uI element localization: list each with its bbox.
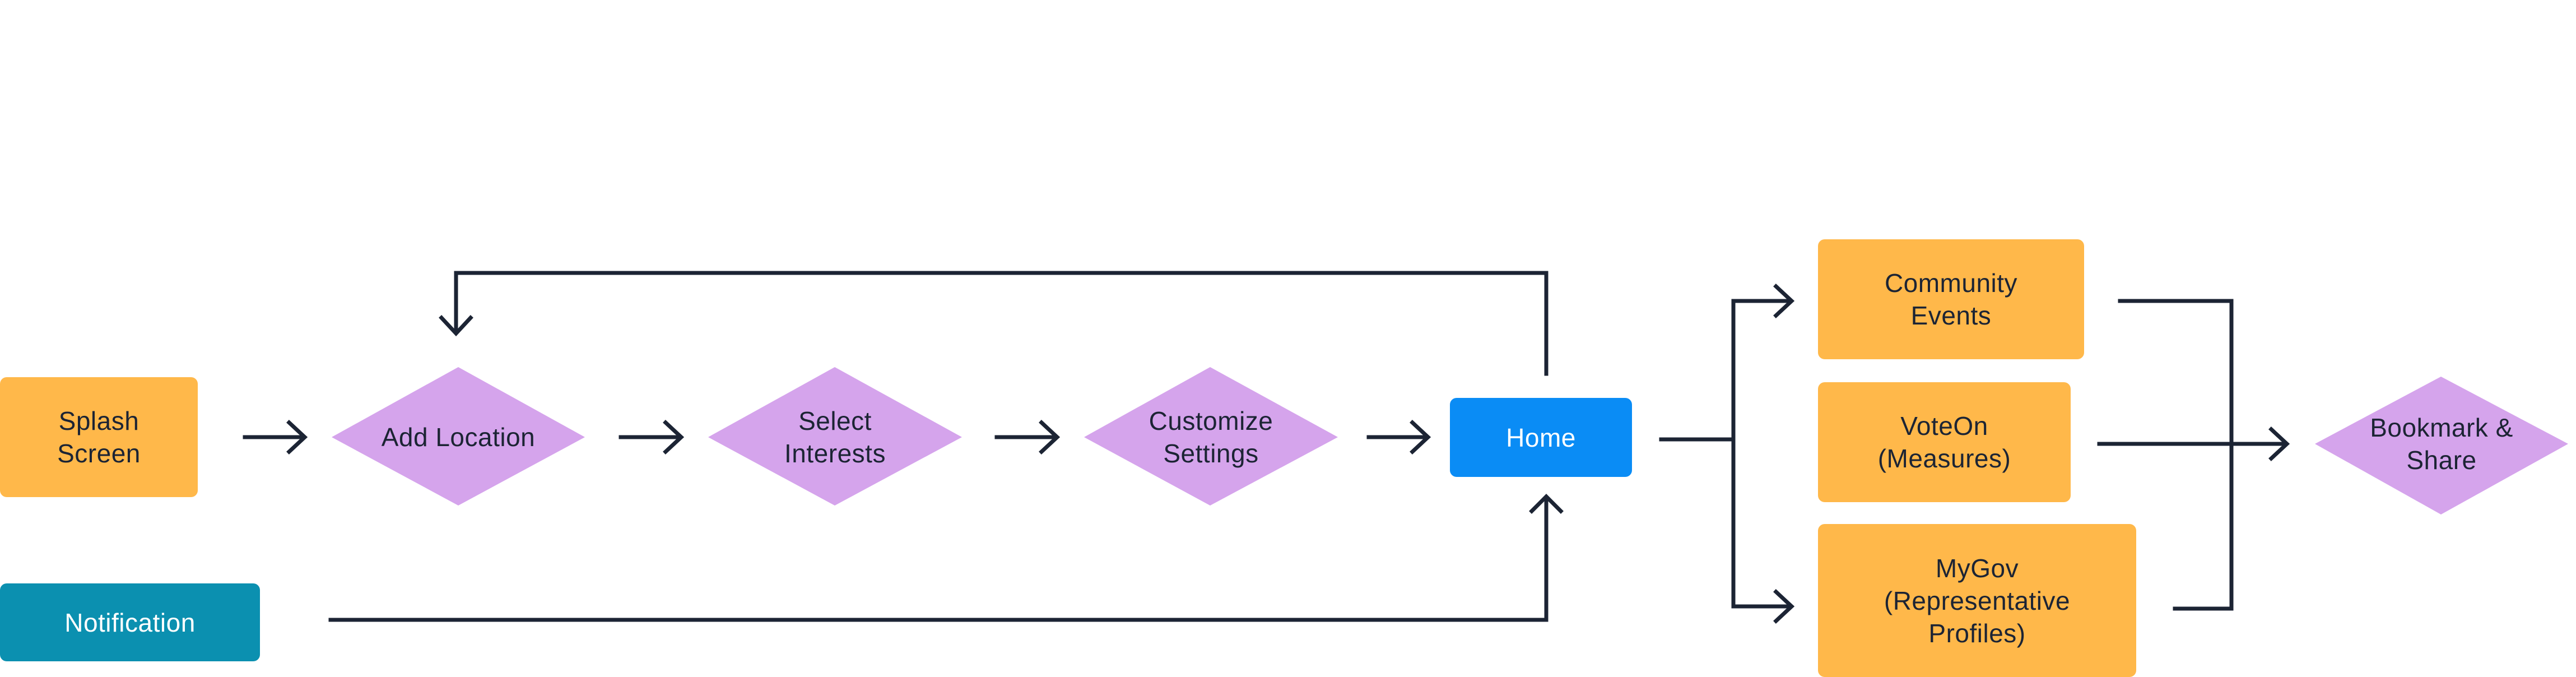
customize-settings-to-home-connector — [1366, 420, 1431, 455]
notification-to-home-connector — [328, 494, 1564, 622]
home-branch-connector — [1659, 284, 1795, 624]
mygov-profiles-node: MyGov (Representative Profiles) — [1818, 524, 2136, 677]
customize-settings-label: Customize Settings — [1148, 406, 1273, 468]
select-interests-diamond — [708, 367, 962, 506]
features-to-bookmark-share-connector — [2097, 299, 2290, 611]
notification-node: Notification — [0, 583, 260, 661]
splash-to-add-location-connector — [243, 420, 308, 455]
add-location-diamond — [332, 367, 585, 506]
bookmark-share-label: Bookmark & Share — [2370, 413, 2513, 475]
home-node: Home — [1450, 398, 1632, 477]
home-to-add-location-loop-connector — [439, 271, 1549, 376]
customize-settings-diamond — [1084, 367, 1338, 506]
add-location-label: Add Location — [381, 423, 536, 452]
select-interests-to-customize-settings-connector — [994, 420, 1061, 455]
voteon-measures-node: VoteOn (Measures) — [1818, 382, 2071, 502]
bookmark-share-diamond — [2315, 377, 2568, 514]
community-events-node: Community Events — [1818, 239, 2084, 359]
splash-screen-node: Splash Screen — [0, 377, 198, 497]
add-location-to-select-interests-connector — [619, 420, 685, 455]
select-interests-label: Select Interests — [784, 406, 886, 468]
